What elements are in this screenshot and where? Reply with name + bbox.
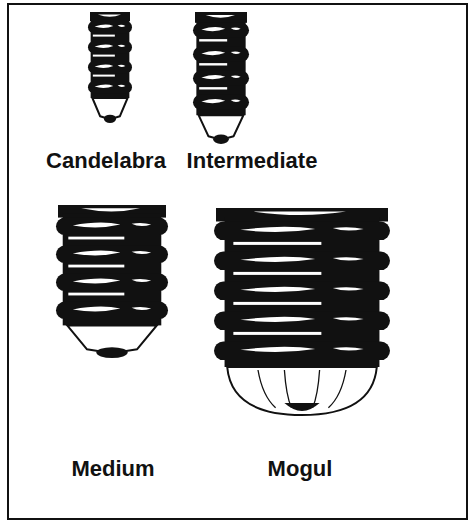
thread-highlight bbox=[118, 65, 126, 67]
thread-highlight bbox=[240, 347, 315, 352]
thread-highlight bbox=[231, 75, 241, 78]
insulator-line bbox=[284, 370, 291, 408]
thread-gap bbox=[93, 75, 115, 77]
contact-tip bbox=[96, 347, 127, 358]
collar-highlight bbox=[81, 208, 140, 211]
screw-base bbox=[56, 205, 168, 358]
screw-thread bbox=[88, 41, 132, 53]
thread-highlight bbox=[240, 317, 315, 322]
thread-gap bbox=[68, 265, 124, 268]
collar-highlight bbox=[254, 212, 346, 215]
thread-highlight bbox=[95, 45, 114, 48]
screw-thread bbox=[193, 95, 249, 110]
thread-gap bbox=[233, 332, 321, 335]
thread-gap bbox=[233, 242, 321, 245]
collar-highlight bbox=[98, 14, 121, 16]
insulator-line bbox=[328, 370, 346, 408]
insulator-line bbox=[313, 370, 320, 408]
thread-highlight bbox=[231, 27, 241, 30]
thread-highlight bbox=[333, 257, 364, 260]
thread-highlight bbox=[132, 307, 152, 310]
screw-thread bbox=[56, 218, 168, 235]
thread-gap bbox=[199, 63, 227, 65]
thread-highlight bbox=[240, 257, 315, 262]
thread-highlight bbox=[73, 279, 121, 284]
thread-highlight bbox=[95, 65, 114, 68]
screw-thread bbox=[88, 21, 132, 33]
thread-highlight bbox=[231, 51, 241, 54]
thread-gap bbox=[93, 35, 115, 37]
thread-highlight bbox=[118, 25, 126, 27]
thread-gap bbox=[199, 87, 227, 89]
thread-gap bbox=[93, 55, 115, 57]
thread-highlight bbox=[333, 317, 364, 320]
thread-highlight bbox=[231, 99, 241, 102]
screw-thread bbox=[214, 252, 390, 271]
screw-thread bbox=[88, 61, 132, 73]
thread-highlight bbox=[132, 251, 152, 254]
screw-thread bbox=[214, 222, 390, 241]
thread-highlight bbox=[201, 75, 225, 79]
contact-tip bbox=[213, 134, 229, 144]
screw-thread bbox=[56, 246, 168, 263]
thread-highlight bbox=[132, 223, 152, 226]
thread-highlight bbox=[95, 85, 114, 88]
thread-highlight bbox=[201, 51, 225, 55]
screw-thread bbox=[193, 47, 249, 62]
thread-highlight bbox=[73, 251, 121, 256]
insulator-line bbox=[258, 370, 276, 408]
thread-highlight bbox=[240, 287, 315, 292]
contact-tip bbox=[104, 115, 116, 123]
thread-gap bbox=[199, 39, 227, 41]
lamp-bases bbox=[56, 12, 390, 415]
contact-tip bbox=[284, 403, 319, 411]
thread-highlight bbox=[118, 45, 126, 47]
thread-gap bbox=[233, 272, 321, 275]
thread-gap bbox=[233, 302, 321, 305]
thread-gap bbox=[68, 293, 124, 296]
thread-highlight bbox=[333, 347, 364, 350]
thread-highlight bbox=[201, 27, 225, 31]
screw-thread bbox=[193, 23, 249, 38]
screw-base bbox=[214, 208, 390, 415]
thread-highlight bbox=[73, 223, 121, 228]
thread-highlight bbox=[333, 287, 364, 290]
thread-highlight bbox=[132, 279, 152, 282]
screw-thread bbox=[214, 282, 390, 301]
screw-thread bbox=[56, 302, 168, 319]
thread-highlight bbox=[73, 307, 121, 312]
collar-highlight bbox=[206, 15, 235, 18]
thread-highlight bbox=[118, 85, 126, 87]
screw-base bbox=[88, 12, 132, 123]
screw-thread bbox=[193, 71, 249, 86]
screw-base bbox=[193, 12, 249, 144]
base-type-label: Candelabra bbox=[46, 149, 166, 173]
screw-thread bbox=[56, 274, 168, 291]
screw-thread bbox=[214, 312, 390, 331]
base-type-label: Medium bbox=[71, 457, 154, 481]
thread-highlight bbox=[240, 227, 315, 232]
frame-border bbox=[8, 4, 467, 519]
base-type-label: Mogul bbox=[268, 457, 333, 481]
base-insulator bbox=[227, 367, 377, 415]
thread-highlight bbox=[95, 25, 114, 28]
base-type-label: Intermediate bbox=[187, 149, 318, 173]
screw-thread bbox=[88, 81, 132, 93]
thread-gap bbox=[68, 237, 124, 240]
thread-highlight bbox=[333, 227, 364, 230]
screw-thread bbox=[214, 342, 390, 361]
thread-highlight bbox=[201, 99, 225, 103]
